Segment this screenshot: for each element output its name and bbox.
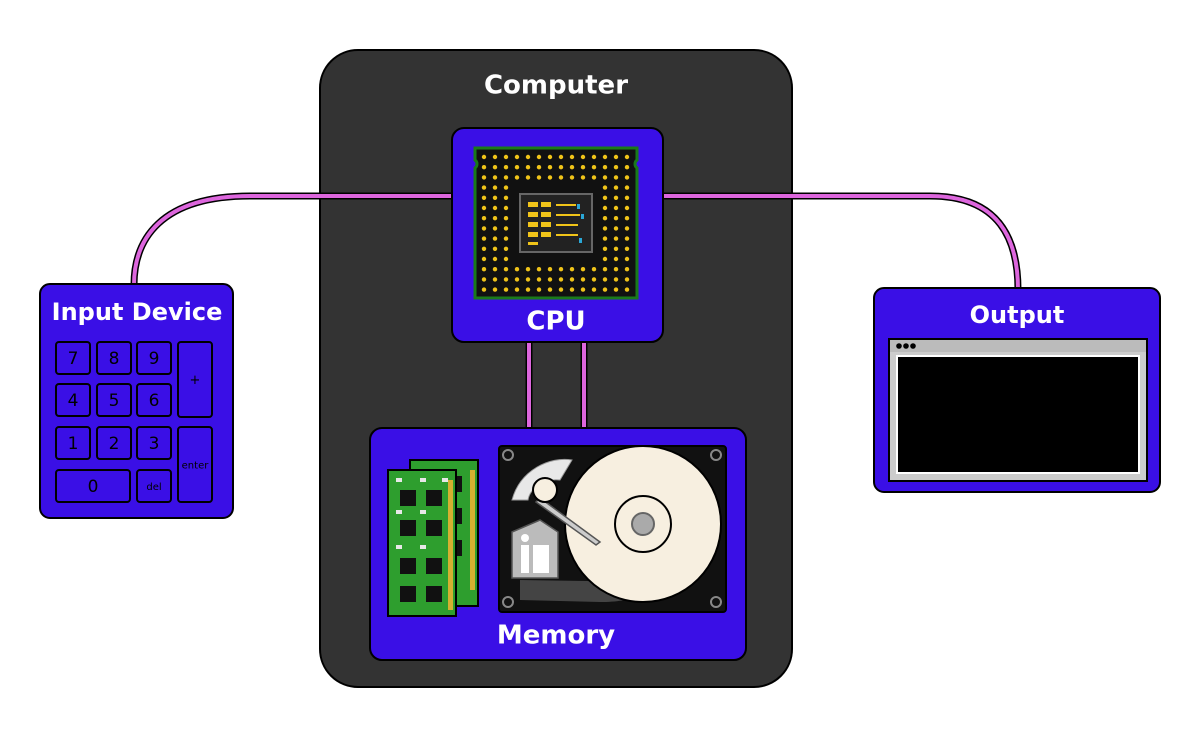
- monitor-window-icon: [888, 338, 1148, 482]
- cpu-box: CPU: [451, 127, 664, 343]
- computer-title: Computer: [484, 71, 628, 101]
- output-box: Output: [873, 287, 1161, 493]
- key-plus-label: +: [190, 373, 201, 388]
- key-0-label: 0: [88, 477, 99, 497]
- key-1-label: 1: [68, 434, 79, 454]
- key-8: 8: [96, 341, 132, 375]
- key-3-label: 3: [149, 434, 160, 454]
- key-8-label: 8: [109, 349, 120, 369]
- cpu-title: CPU: [526, 307, 585, 337]
- key-3: 3: [136, 426, 172, 460]
- cpu-chip-icon: [473, 146, 639, 300]
- key-0: 0: [55, 469, 131, 503]
- ram-stick-icon: [387, 459, 479, 617]
- hard-disk-icon: [498, 445, 727, 613]
- key-del: del: [136, 469, 172, 503]
- key-9: 9: [136, 341, 172, 375]
- key-2: 2: [96, 426, 132, 460]
- key-2-label: 2: [109, 434, 120, 454]
- key-plus: +: [177, 341, 213, 418]
- wire-cpu-to-output: [659, 192, 1022, 294]
- wire-input-to-cpu: [130, 192, 456, 289]
- cpu-pins: [481, 154, 630, 292]
- key-4-label: 4: [68, 391, 79, 411]
- keypad: 7 8 9 4 5 6 1 2 3 0 del + enter: [55, 341, 213, 503]
- key-4: 4: [55, 383, 91, 417]
- key-9-label: 9: [149, 349, 160, 369]
- input-device-title: Input Device: [52, 298, 223, 326]
- key-enter: enter: [177, 426, 213, 503]
- key-7-label: 7: [68, 349, 79, 369]
- output-title: Output: [970, 301, 1065, 329]
- key-5: 5: [96, 383, 132, 417]
- wires: [130, 192, 1022, 434]
- key-5-label: 5: [109, 391, 120, 411]
- key-del-label: del: [146, 482, 161, 493]
- memory-title: Memory: [497, 621, 615, 651]
- memory-box: Memory: [369, 427, 747, 661]
- key-1: 1: [55, 426, 91, 460]
- input-device-box: Input Device 7 8 9 4 5 6 1 2 3 0 del + enter: [39, 283, 234, 519]
- key-enter-label: enter: [182, 461, 210, 472]
- key-6-label: 6: [149, 391, 160, 411]
- key-6: 6: [136, 383, 172, 417]
- key-7: 7: [55, 341, 91, 375]
